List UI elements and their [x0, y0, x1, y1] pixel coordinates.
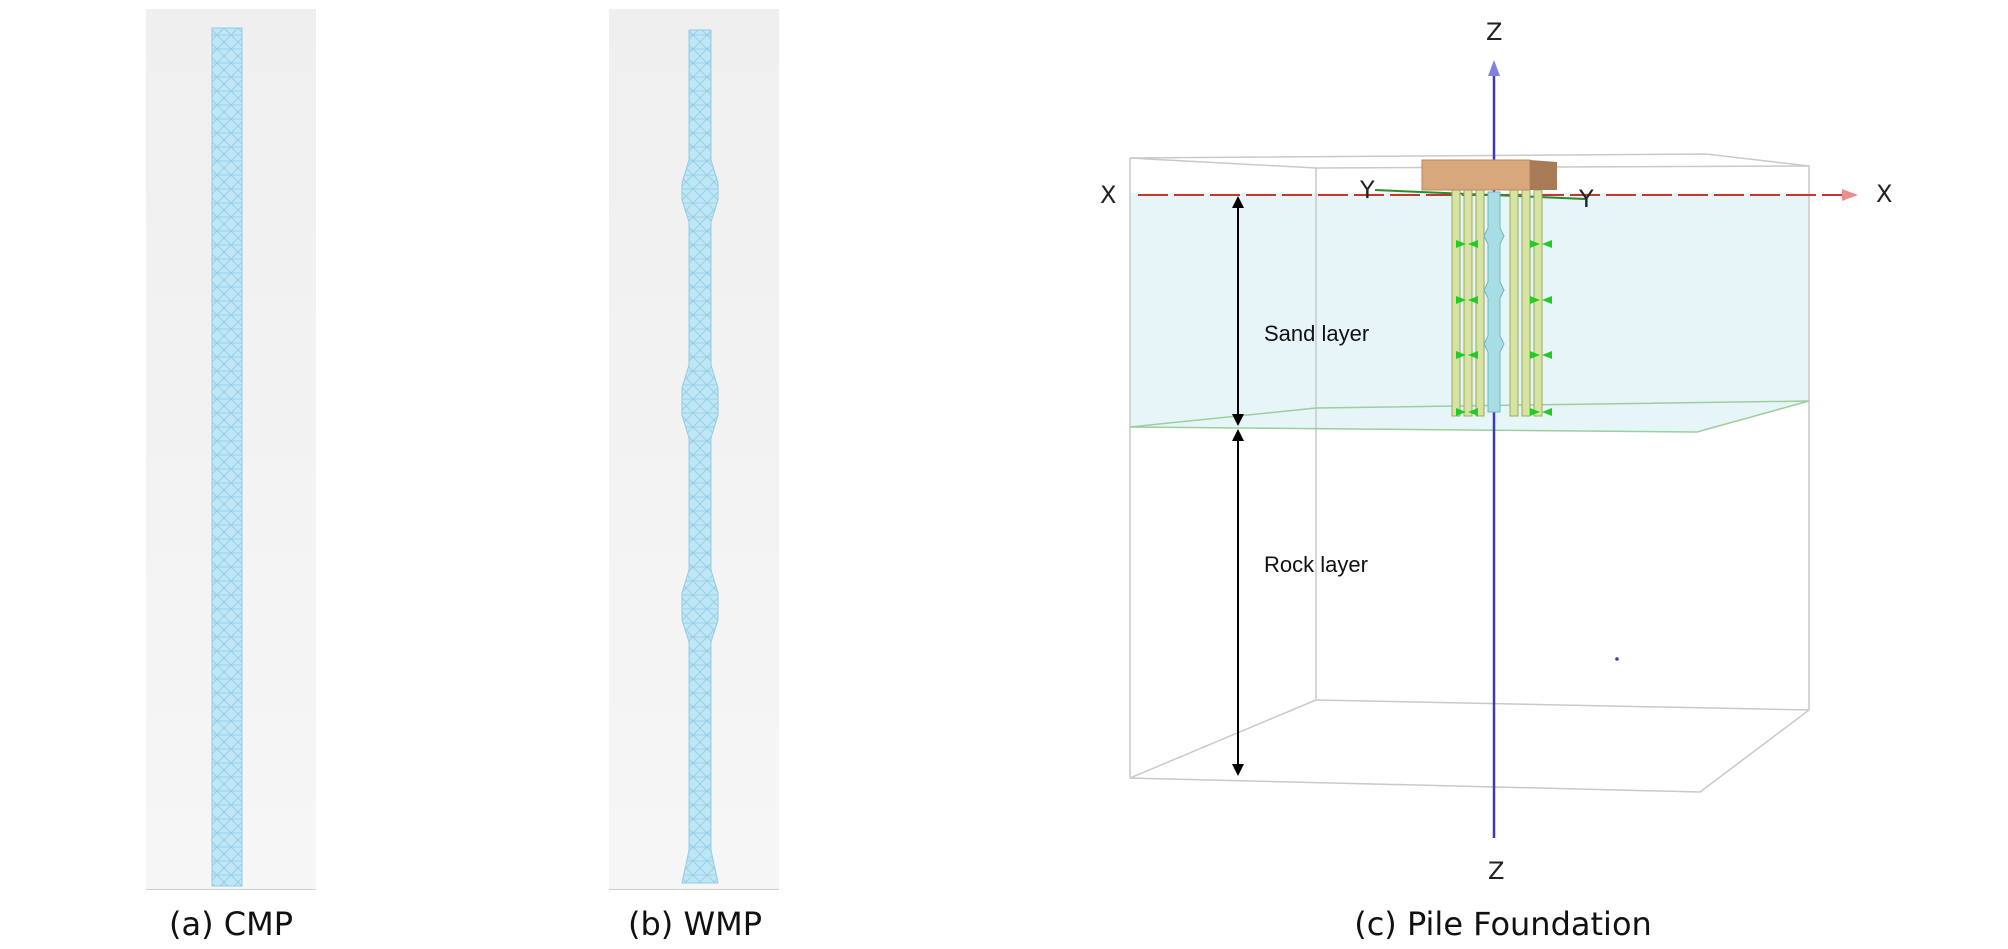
- pile-foundation-model: [1129, 60, 1858, 838]
- x-axis-arrowhead: [1842, 189, 1858, 201]
- cmp-pile: [211, 27, 243, 887]
- rock-layer-label: Rock layer: [1264, 552, 1368, 577]
- marker-dot: [1615, 657, 1619, 661]
- caption-cmp: (a) CMP: [169, 905, 293, 943]
- caption-pile-foundation: (c) Pile Foundation: [1354, 905, 1652, 943]
- pile-cap: [1421, 159, 1557, 191]
- caption-wmp: (b) WMP: [628, 905, 762, 943]
- y-axis-right-label: Y: [1579, 185, 1594, 213]
- z-axis-top-label: Z: [1486, 18, 1503, 46]
- x-axis-right-label: X: [1876, 180, 1893, 208]
- y-axis-left-label: Y: [1360, 176, 1375, 204]
- sand-layer-label: Sand layer: [1264, 321, 1370, 346]
- x-axis-left-label: X: [1100, 181, 1117, 209]
- central-wmp-pile: [1483, 191, 1505, 413]
- rock-layer-dimension: [1232, 429, 1244, 776]
- z-axis-arrowhead: [1488, 60, 1500, 76]
- spring-markers: [1456, 240, 1552, 416]
- sand-layer-dimension: [1232, 196, 1244, 426]
- z-axis-bottom-label: Z: [1488, 857, 1505, 885]
- wmp-pile: [681, 29, 719, 884]
